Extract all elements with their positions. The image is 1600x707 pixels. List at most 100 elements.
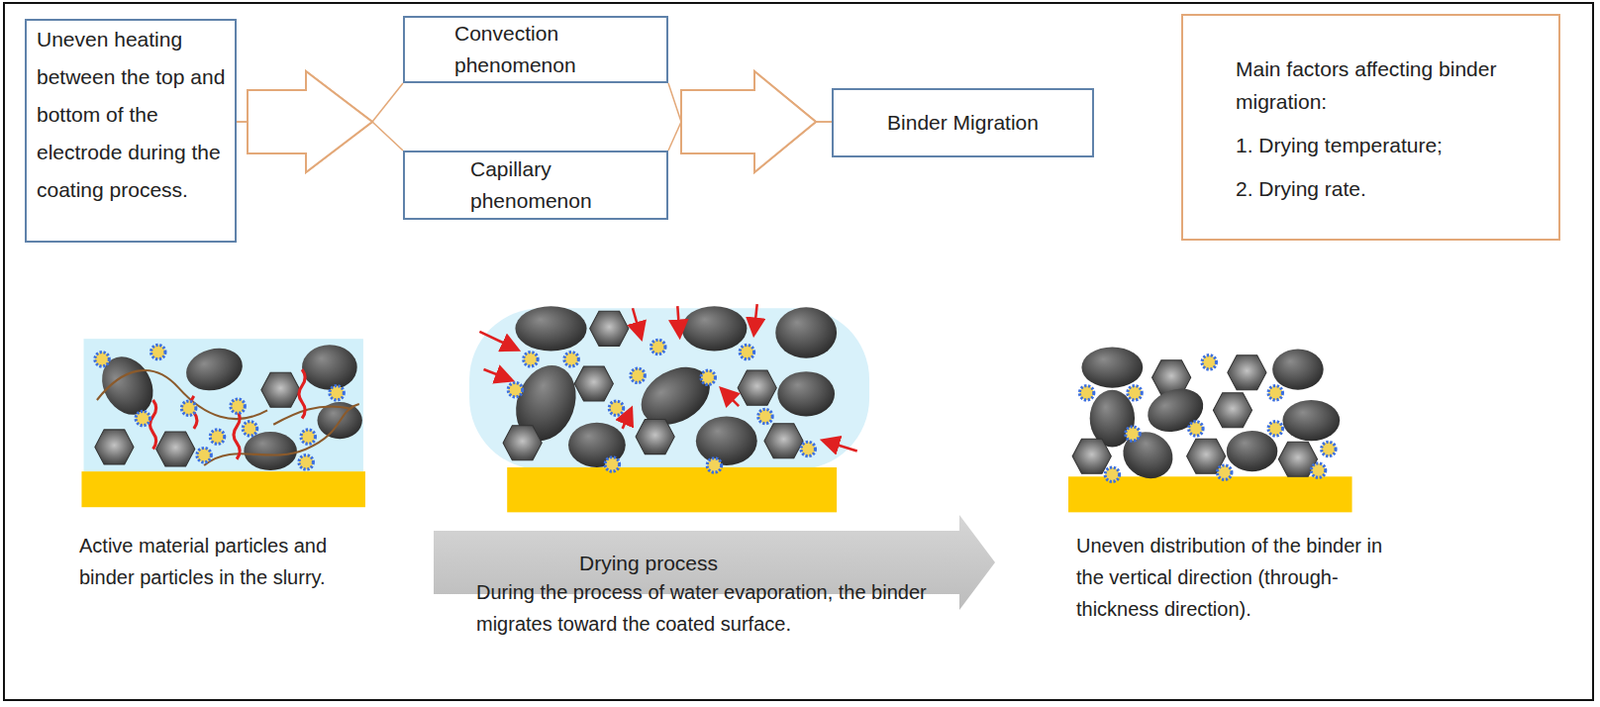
active-particle-hex	[156, 431, 196, 467]
node-text: Uneven heating between the top and botto…	[36, 20, 229, 209]
binder-particle	[197, 447, 211, 462]
binder-particle	[608, 400, 623, 415]
binder-particle	[800, 441, 815, 456]
connector-link	[668, 83, 682, 122]
binder-particle	[1125, 426, 1140, 441]
block-arrow	[236, 71, 403, 173]
active-particle-hex	[1212, 393, 1252, 428]
binder-particle	[651, 339, 666, 354]
active-particle-hex	[590, 310, 629, 346]
arrow-outline	[681, 71, 816, 173]
binder-particle	[739, 344, 754, 359]
active-particle	[1272, 348, 1324, 390]
cause-box: Uneven heating between the top and botto…	[24, 18, 237, 243]
active-particle-hex	[1072, 438, 1111, 474]
binder-particle	[242, 421, 257, 436]
active-particle	[1282, 400, 1340, 441]
binder-particle	[1321, 441, 1336, 456]
capillary-arrow	[754, 303, 758, 333]
binder-particle	[604, 457, 619, 472]
active-particle	[777, 371, 835, 416]
capillary-arrow	[632, 307, 641, 337]
block-arrow	[236, 71, 403, 173]
binder-particle	[329, 386, 344, 400]
binder-particle	[1268, 421, 1283, 436]
factors-box: Main factors affecting binder migration:…	[1181, 13, 1561, 241]
active-particle	[696, 415, 758, 465]
caption-label: Uneven distribution of the binder in the…	[1076, 529, 1392, 625]
active-particle	[681, 305, 747, 351]
connector-link	[372, 121, 403, 151]
binder-chain	[203, 403, 360, 466]
active-particle	[1226, 430, 1279, 472]
active-particle-hex	[502, 425, 542, 461]
active-particle	[243, 431, 298, 471]
capillary-arrow	[824, 440, 858, 451]
active-particle	[181, 342, 247, 398]
capillary-arrows	[479, 303, 857, 451]
result-box: Binder Migration	[831, 88, 1095, 158]
binder-particle	[564, 352, 579, 367]
binder-particle	[135, 410, 150, 425]
binder-chain	[273, 405, 349, 424]
current-collector	[81, 471, 366, 507]
binder-particle	[1217, 465, 1232, 480]
node-text: Main factors affecting binder migration:	[1235, 52, 1533, 118]
connector-link	[815, 120, 832, 123]
active-particle-hex	[574, 366, 613, 401]
active-particle	[1114, 422, 1182, 488]
node-body-text: 2. Drying rate.	[1235, 172, 1559, 205]
capillary-arrow	[484, 369, 511, 380]
connector-link	[668, 121, 682, 151]
capillary-arrow	[677, 305, 680, 335]
binder-particle	[758, 408, 773, 423]
capillary-arrow	[479, 331, 516, 350]
binder-particle	[300, 429, 315, 444]
arrow-outline	[247, 71, 373, 173]
active-particle	[1141, 381, 1209, 439]
active-particle-hex	[737, 370, 777, 405]
illustration-group	[81, 303, 1352, 512]
binder-particle	[1310, 463, 1325, 478]
caption-label: Active material particles and binder par…	[79, 529, 362, 594]
binder-particle	[706, 458, 721, 473]
node-text: Capillary phenomenon	[470, 153, 609, 217]
node-text: Convection phenomenon	[454, 17, 603, 82]
binder-particle	[1268, 386, 1283, 400]
binder-particle	[523, 352, 538, 367]
binder-particle	[1201, 355, 1216, 370]
binder-particle	[230, 399, 245, 413]
binder-particle	[151, 344, 166, 359]
binder-particle	[630, 368, 645, 383]
active-particle-hex	[764, 423, 803, 459]
convection-squiggle	[299, 369, 305, 418]
active-particle	[775, 306, 837, 359]
convection-squiggle	[233, 409, 240, 459]
active-particle-hex	[1227, 355, 1267, 391]
arrow-outline	[681, 71, 816, 173]
active-particle-hex	[261, 372, 300, 407]
capillary-arrow	[622, 409, 631, 429]
binder-particle	[209, 429, 224, 444]
binder-particle	[181, 400, 196, 415]
binder-particle	[95, 352, 109, 367]
node-text: Drying process	[579, 547, 718, 580]
binder-particle	[1189, 421, 1203, 436]
capillary-arrow	[722, 390, 739, 406]
active-particle	[514, 305, 587, 351]
active-particle-hex	[635, 419, 675, 455]
slurry-liquid	[84, 338, 364, 472]
binder-particle	[507, 382, 522, 397]
convection-squiggle	[149, 400, 156, 449]
connector-link	[815, 120, 832, 123]
block-arrow	[668, 71, 832, 173]
phenomenon-box: Convection phenomenon	[402, 15, 669, 84]
active-particle-hex	[95, 429, 134, 465]
connector-link	[236, 120, 248, 123]
binder-particle	[1104, 467, 1119, 482]
active-particle	[92, 347, 164, 424]
binder-particle	[1127, 386, 1142, 400]
phenomenon-box: Capillary phenomenon	[402, 150, 669, 220]
block-arrow	[668, 71, 832, 173]
